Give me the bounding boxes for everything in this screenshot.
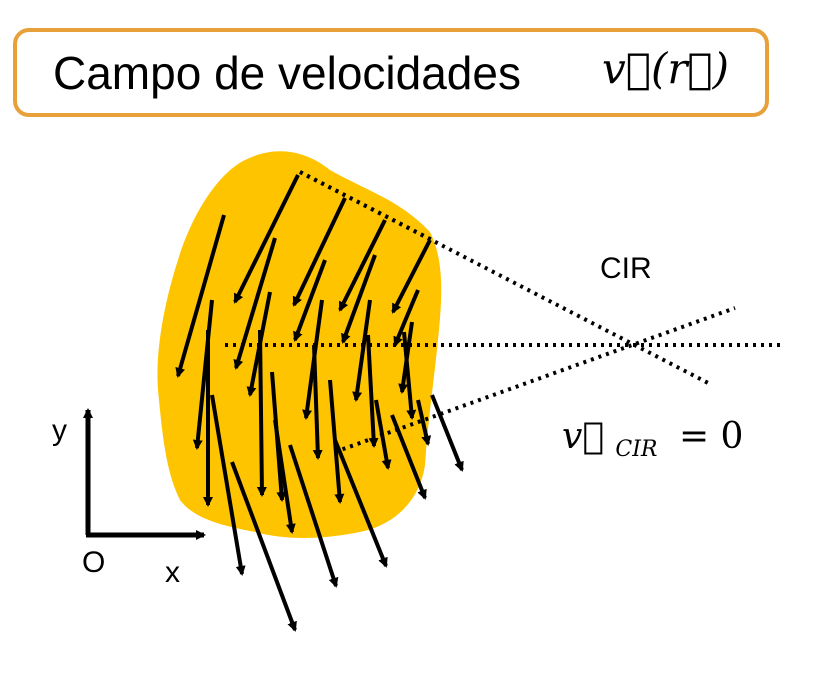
velocity-arrow <box>402 331 417 420</box>
velocity-arrow <box>430 394 464 472</box>
velocity-arrow <box>352 299 372 402</box>
x-axis-label: x <box>165 556 180 589</box>
velocity-arrow <box>230 461 297 632</box>
velocity-arrow <box>233 174 300 304</box>
velocity-arrow <box>175 214 226 378</box>
velocity-arrow <box>338 219 387 312</box>
velocity-arrow <box>288 444 339 588</box>
cir-lines <box>225 170 780 454</box>
velocity-arrow <box>390 414 427 500</box>
velocity-arrow <box>366 334 379 448</box>
velocity-arrow <box>333 439 388 568</box>
velocity-arrow <box>341 254 377 344</box>
velocity-arrow <box>192 299 214 450</box>
velocity-arrow <box>233 237 277 370</box>
velocity-arrow <box>312 344 323 460</box>
velocity-arrow <box>391 239 432 314</box>
velocity-vectors <box>175 174 464 632</box>
perpendicular-line-bottom <box>334 306 736 454</box>
perpendicular-line-top <box>299 170 713 387</box>
velocity-arrow <box>210 394 246 576</box>
coordinate-axes <box>83 408 206 540</box>
v-cir-equals: = 0 <box>679 416 744 457</box>
velocity-arrow <box>273 419 296 534</box>
velocity-arrow <box>416 399 432 446</box>
velocity-arrow <box>256 329 267 497</box>
v-cir-symbol: v⃗ <box>562 416 604 457</box>
title-box: Campo de velocidades v⃗(r⃗) <box>13 28 769 117</box>
velocity-arrow <box>293 259 327 342</box>
y-axis-label: y <box>52 414 67 447</box>
title-text: Campo de velocidades <box>53 47 521 99</box>
v-cir-equation: v⃗ CIR = 0 <box>562 416 743 465</box>
velocity-arrow <box>292 197 347 307</box>
title-formula: v⃗(r⃗) <box>602 44 729 93</box>
origin-label: O <box>82 546 105 579</box>
v-cir-subscript: CIR <box>615 437 657 462</box>
velocity-arrow <box>393 289 420 347</box>
cir-label: CIR <box>600 252 652 285</box>
velocity-arrow <box>374 399 392 470</box>
body-edge-line <box>299 170 433 242</box>
